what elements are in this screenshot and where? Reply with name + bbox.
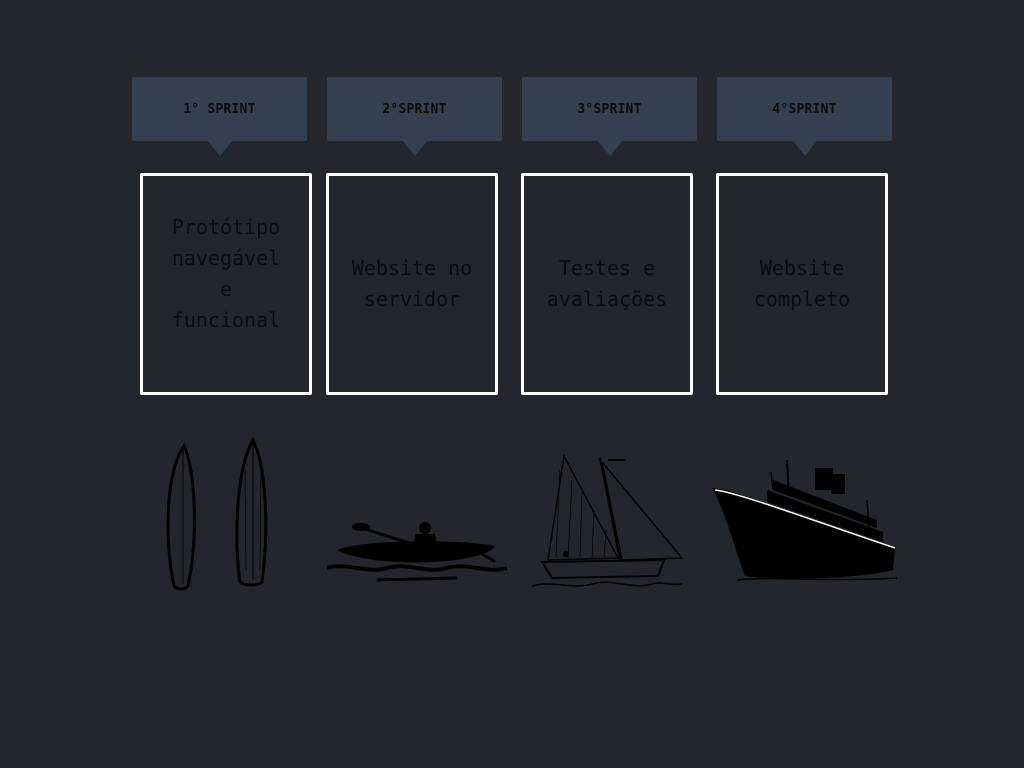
sprint-description-2: Website no servidor — [351, 256, 473, 311]
sprint-tab-1-pointer — [208, 141, 232, 156]
kayak-icon — [317, 430, 517, 600]
ship-icon — [707, 430, 907, 600]
sprint-tab-3: 3°SPRINT — [522, 77, 697, 141]
sprint-description-4: Website completo — [753, 256, 851, 311]
sprint-tab-4: 4°SPRINT — [717, 77, 892, 141]
sprint-tab-2-pointer — [403, 141, 427, 156]
sprint-tab-1: 1° SPRINT — [132, 77, 307, 141]
surfboards-icon — [122, 430, 322, 600]
sprint-tab-2: 2°SPRINT — [327, 77, 502, 141]
sprint-tab-3-pointer — [598, 141, 622, 156]
sprint-box-4: Website completo — [716, 173, 888, 395]
sprint-column-3: 3°SPRINT Testes e avaliações — [521, 0, 702, 600]
sprint-box-1: Protótipo navegável e funcional — [140, 173, 312, 395]
sailboat-icon — [512, 430, 712, 600]
sprint-description-3: Testes e avaliações — [546, 256, 668, 311]
sprint-column-4: 4°SPRINT Website completo — [712, 0, 898, 600]
sprint-description-1: Protótipo navegável e funcional — [171, 215, 281, 332]
sprint-box-3: Testes e avaliações — [521, 173, 693, 395]
sprint-tab-4-pointer — [793, 141, 817, 156]
sprint-box-2: Website no servidor — [326, 173, 498, 395]
sprint-column-2: 2°SPRINT Website no servidor — [326, 0, 508, 600]
sprint-column-1: 1° SPRINT Protótipo navegável e funciona… — [132, 0, 312, 600]
